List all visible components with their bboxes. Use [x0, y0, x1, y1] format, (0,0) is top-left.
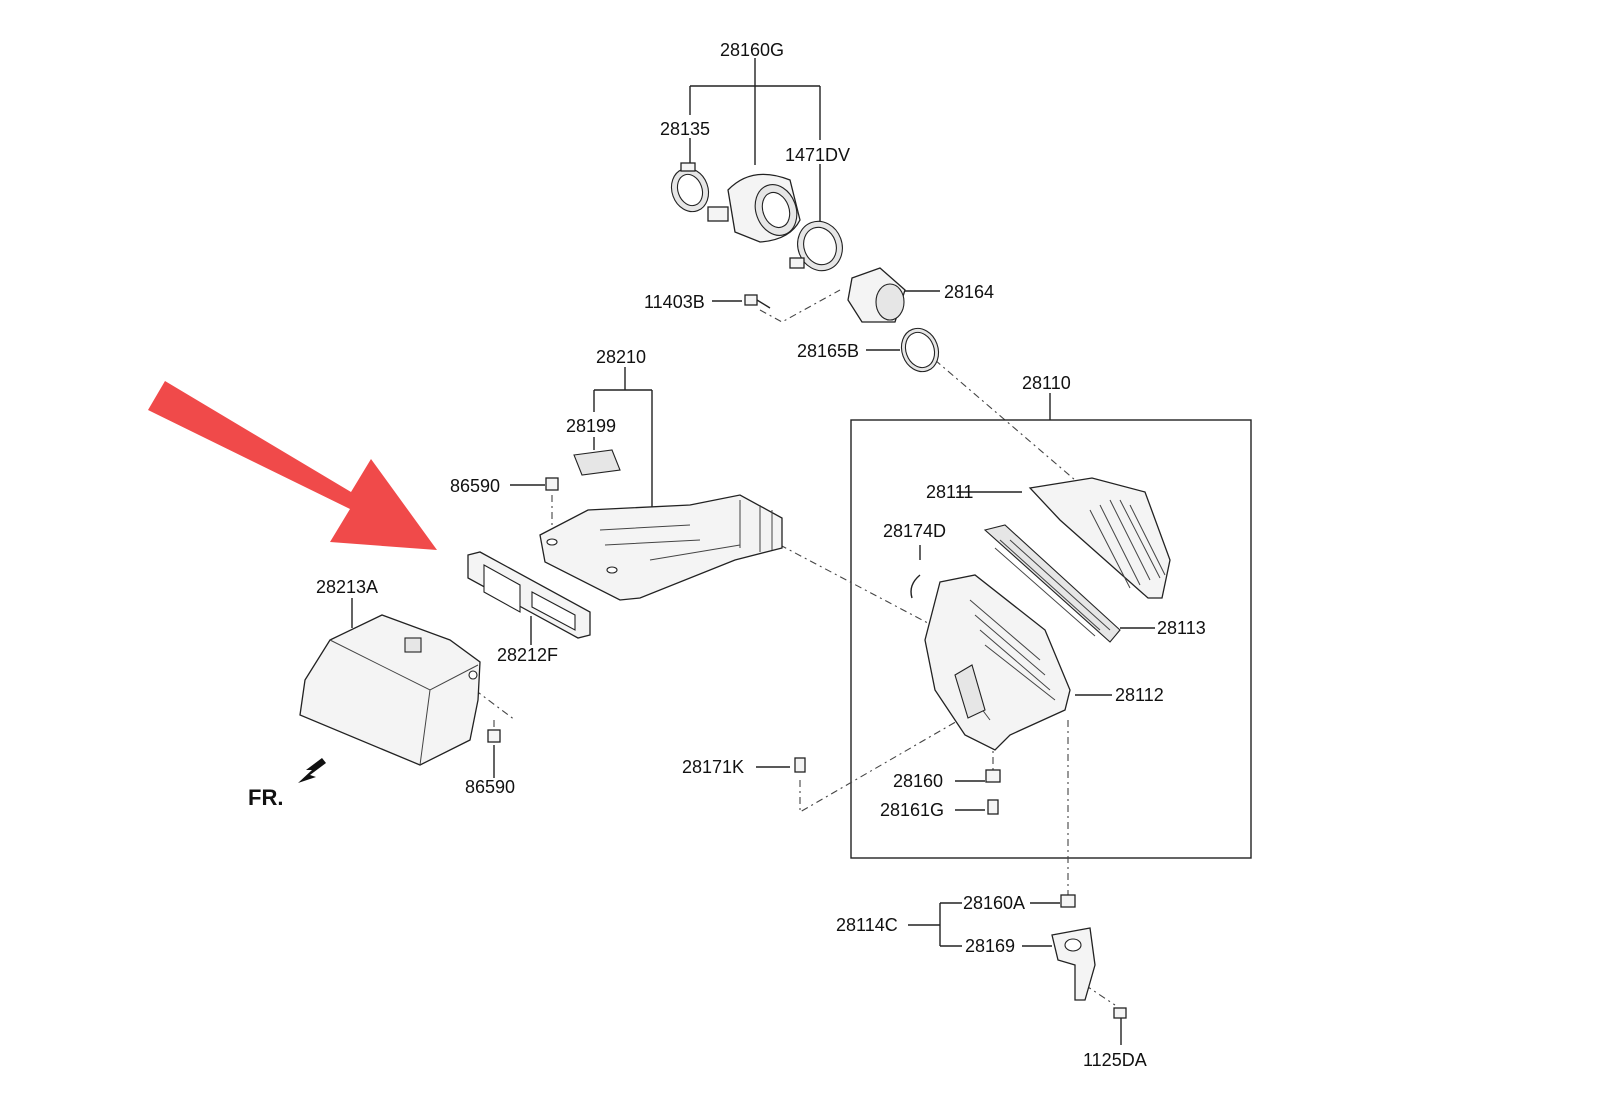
part-air-duct	[539, 449, 783, 601]
label-28169: 28169	[965, 936, 1015, 956]
label-11403B: 11403B	[644, 292, 705, 312]
label-28160G: 28160G	[720, 40, 784, 60]
highlight-arrow-icon	[148, 381, 437, 550]
label-28160: 28160	[893, 771, 943, 791]
front-direction-indicator: FR.	[248, 758, 326, 810]
label-28110: 28110	[1022, 373, 1071, 393]
label-28114C: 28114C	[836, 915, 898, 935]
label-86590-bottom: 86590	[465, 777, 515, 797]
label-28213A: 28213A	[316, 577, 378, 597]
label-28112: 28112	[1115, 685, 1164, 705]
part-resonator	[299, 551, 591, 766]
label-28161G: 28161G	[880, 800, 944, 820]
leader-lines	[351, 58, 1252, 1045]
label-28160A: 28160A	[963, 893, 1025, 913]
label-28165B: 28165B	[797, 341, 859, 361]
label-28199: 28199	[566, 416, 616, 436]
label-28111: 28111	[926, 482, 973, 502]
label-28210: 28210	[596, 347, 646, 367]
front-arrow-icon	[298, 758, 326, 783]
part-air-cleaner-assembly	[794, 477, 1171, 815]
label-28113: 28113	[1157, 618, 1206, 638]
part-labels: 28160G 28135 1471DV 11403B 28164 28165B …	[316, 40, 1206, 1070]
label-1471DV: 1471DV	[785, 145, 850, 165]
part-air-flow-sensor-assembly	[670, 162, 940, 373]
label-28135: 28135	[660, 119, 710, 139]
label-1125DA: 1125DA	[1083, 1050, 1147, 1070]
label-28174D: 28174D	[883, 521, 946, 541]
label-28171K: 28171K	[682, 757, 744, 777]
part-bracket-assembly	[1051, 894, 1127, 1019]
label-86590-top: 86590	[450, 476, 500, 496]
label-28164: 28164	[944, 282, 994, 302]
label-28212F: 28212F	[497, 645, 558, 665]
front-label: FR.	[248, 785, 283, 810]
